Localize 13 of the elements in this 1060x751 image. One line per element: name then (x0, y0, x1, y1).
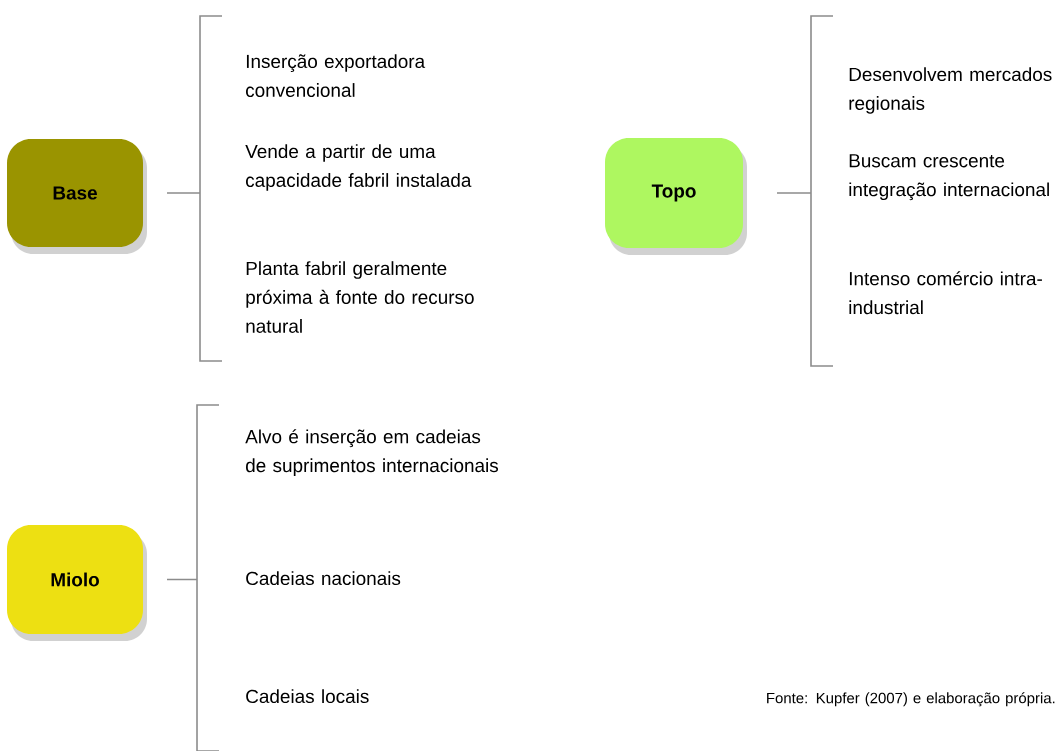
source-note: Fonte: Kupfer (2007) e elaboração própria. (767, 692, 1055, 707)
bullet-text: Desenvolvem mercados regionais (849, 67, 1052, 114)
rounded-box: Topo (605, 138, 747, 255)
rounded-box: Miolo (7, 525, 147, 641)
bullet-text: Inserção exportadora convencional (246, 54, 426, 97)
bullet-text: Intenso comércio intra-industrial (849, 271, 1042, 315)
bullet-text: Cadeias locais (246, 689, 369, 704)
bullet-text: Vende a partir de uma capacidade fabril instalada (245, 144, 472, 191)
bullet-text: Buscam crescente integração internacional (849, 154, 1049, 201)
bullet-text: Alvo é inserção em cadeias de suprimentos internacionais (245, 429, 499, 476)
bullet-text: Cadeias nacionais (246, 571, 401, 586)
bullet-text: Planta fabril geralmente próxima à fonte do recurso natural (246, 261, 474, 333)
rounded-box: Base (7, 139, 147, 254)
